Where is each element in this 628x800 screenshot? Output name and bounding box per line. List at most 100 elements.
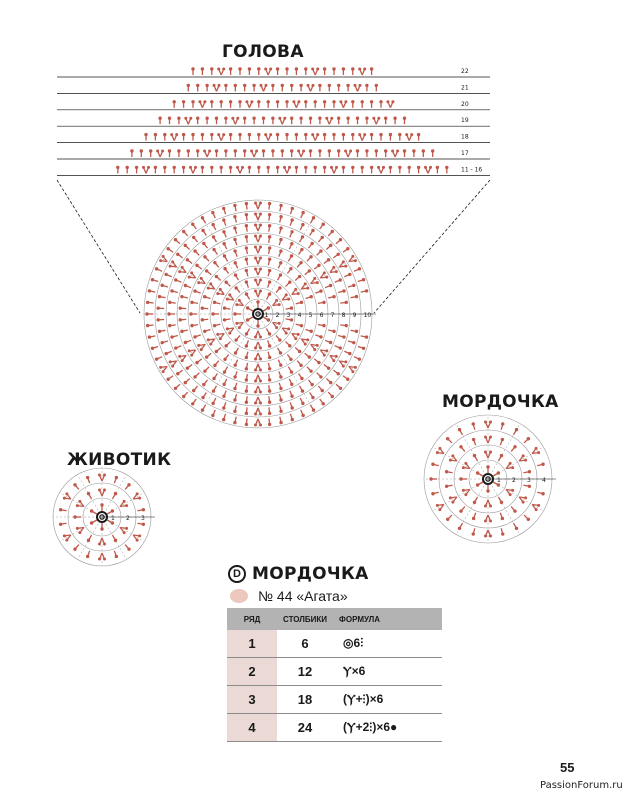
stitch-mark [244, 280, 249, 284]
stitch-mark [288, 344, 292, 348]
stitch-mark [195, 263, 199, 268]
belly-row-number: 3 [141, 515, 145, 522]
stitch-mark [181, 165, 186, 170]
stitch-mark [267, 344, 272, 348]
stitch-mark [159, 259, 163, 263]
stitch-mark [190, 271, 194, 275]
stitch-mark [300, 376, 304, 381]
stitch-mark [259, 256, 262, 260]
stitch-mark [461, 466, 465, 470]
stitch-mark [329, 243, 333, 248]
stitch-mark [290, 218, 294, 222]
stitch-mark [167, 312, 171, 316]
stitch-mark [236, 116, 240, 120]
stitch-mark [196, 149, 200, 153]
stitch-mark [513, 509, 517, 513]
stitch-mark [363, 133, 367, 137]
stitch-mark [212, 300, 217, 305]
stitch-mark [233, 351, 238, 355]
table-row: 2 12 Ⲩ×6 [227, 657, 442, 686]
stitch-mark [62, 496, 66, 500]
col-stitches-header: СТОЛБИКИ [277, 608, 334, 630]
stitch-mark [315, 343, 319, 347]
stitch-mark [86, 538, 91, 543]
stitch-mark [391, 100, 395, 104]
stitch-mark [125, 504, 129, 508]
stitch-mark [168, 300, 172, 305]
stitch-mark [259, 223, 262, 227]
stitch-mark [73, 547, 77, 551]
stitch-mark [214, 116, 219, 120]
stitch-mark [309, 255, 313, 259]
stitch-mark [302, 149, 306, 153]
stitch-mark [244, 355, 249, 360]
stitch-mark [521, 500, 525, 504]
muzzle-row-number: 4 [542, 477, 546, 484]
stitch-mark [250, 149, 254, 153]
stitch-mark [175, 133, 179, 137]
stitch-mark [145, 300, 150, 305]
stitch-mark [259, 368, 262, 372]
stitch-mark [309, 369, 313, 373]
stitch-mark [322, 271, 326, 275]
stitch-mark [103, 488, 106, 492]
stitch-mark [113, 538, 118, 543]
stitch-mark [259, 201, 262, 205]
stitch-mark [311, 228, 315, 233]
stitch-mark [256, 324, 260, 328]
stitch-mark [210, 132, 214, 137]
stitch-mark [236, 165, 239, 169]
stitch-mark [294, 67, 299, 71]
stitch-mark [500, 437, 505, 442]
stitch-mark [534, 508, 538, 512]
stitch-mark [279, 249, 283, 253]
stitch-mark [259, 390, 262, 394]
stitch-mark [300, 389, 305, 393]
stitch-mark [254, 234, 257, 238]
stitch-mark [290, 417, 295, 422]
stitch-mark [254, 223, 257, 227]
stitch-mark [89, 509, 94, 513]
stitch-mark [316, 67, 320, 71]
stitch-mark [197, 281, 201, 285]
stitch-mark [374, 83, 378, 88]
belly-row-number: 1 [111, 515, 115, 522]
stitch-mark [289, 318, 294, 322]
stitch-mark [254, 423, 257, 427]
stitch-mark [309, 294, 313, 299]
stitch-mark [244, 268, 249, 273]
stitch-mark [416, 165, 421, 170]
stitch-mark [346, 116, 350, 120]
stitch-mark [174, 278, 178, 282]
stitch-mark [267, 422, 272, 427]
stitch-mark [309, 329, 313, 334]
stitch-mark [424, 165, 427, 169]
stitch-mark [311, 216, 316, 220]
stitch-mark [299, 300, 304, 305]
stitch-mark [157, 294, 162, 299]
stitch-mark [103, 557, 106, 561]
stitch-mark [326, 258, 331, 262]
stitch-mark [344, 100, 348, 104]
stitch-mark [127, 483, 131, 487]
stitch-mark [269, 133, 273, 137]
stitch-mark [278, 351, 283, 355]
stitch-mark [185, 258, 190, 262]
stitch-mark [259, 234, 262, 238]
stitch-mark [457, 427, 462, 432]
stitch-mark [199, 348, 203, 352]
stitch-mark [372, 116, 376, 120]
stitch-mark [524, 458, 528, 462]
stitch-mark [355, 116, 360, 120]
stitch-mark [346, 83, 350, 88]
stitch-mark [508, 493, 512, 497]
stitch-mark [329, 380, 333, 385]
stitch-mark [499, 453, 504, 458]
stitch-mark [313, 276, 317, 280]
stitch-mark [278, 338, 282, 342]
stitch-mark [445, 517, 450, 522]
stitch-mark [337, 83, 341, 88]
stitch-mark [144, 132, 148, 137]
stitch-mark [290, 382, 294, 386]
stitch-mark [163, 132, 167, 137]
